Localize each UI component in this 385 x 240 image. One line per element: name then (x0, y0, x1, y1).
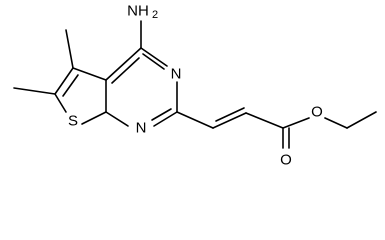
bond-c4a-c5 (72, 67, 107, 81)
bond-ch2-ch3 (346, 111, 377, 129)
structure-diagram: NH 2 N N S O O (13, 3, 377, 169)
bond-carbonyl-oester (282, 117, 310, 129)
atom-labels: NH 2 N N S O O (68, 3, 323, 169)
atom-nh2-subscript: 2 (152, 9, 158, 21)
bond-c5-c6-double (62, 74, 79, 97)
bond-c6-methyl (13, 87, 56, 95)
atom-o-carbonyl: O (280, 152, 292, 169)
bond-n1-c7a (105, 111, 129, 127)
bond-c4a-c4-double (111, 57, 140, 84)
bond-s-c7a (81, 111, 107, 125)
bond-alpha-beta (212, 112, 247, 129)
bond-beta-carbonyl (245, 112, 284, 129)
bond-c2-alpha (176, 111, 214, 129)
atom-o-ester: O (311, 104, 323, 121)
bond-c4a-c4 (105, 47, 142, 81)
atom-n1: N (136, 120, 147, 137)
bond-c2-n1 (153, 111, 178, 127)
bond-c5-methyl (65, 29, 74, 69)
bond-oester-ch2 (324, 117, 348, 129)
atom-nh2: NH (127, 3, 149, 20)
atom-n3: N (171, 66, 182, 83)
bond-c2-n1-double (151, 108, 172, 121)
bond-c5-c6 (54, 67, 74, 95)
bond-c6-s (54, 93, 67, 113)
molecule-drawing: NH 2 N N S O O (13, 3, 377, 169)
bond-c4-n3 (140, 47, 168, 67)
atom-s: S (68, 113, 78, 130)
bond-c4-n3-double (142, 53, 165, 70)
bond-alpha-beta-double (215, 107, 245, 122)
bonds (13, 20, 377, 149)
